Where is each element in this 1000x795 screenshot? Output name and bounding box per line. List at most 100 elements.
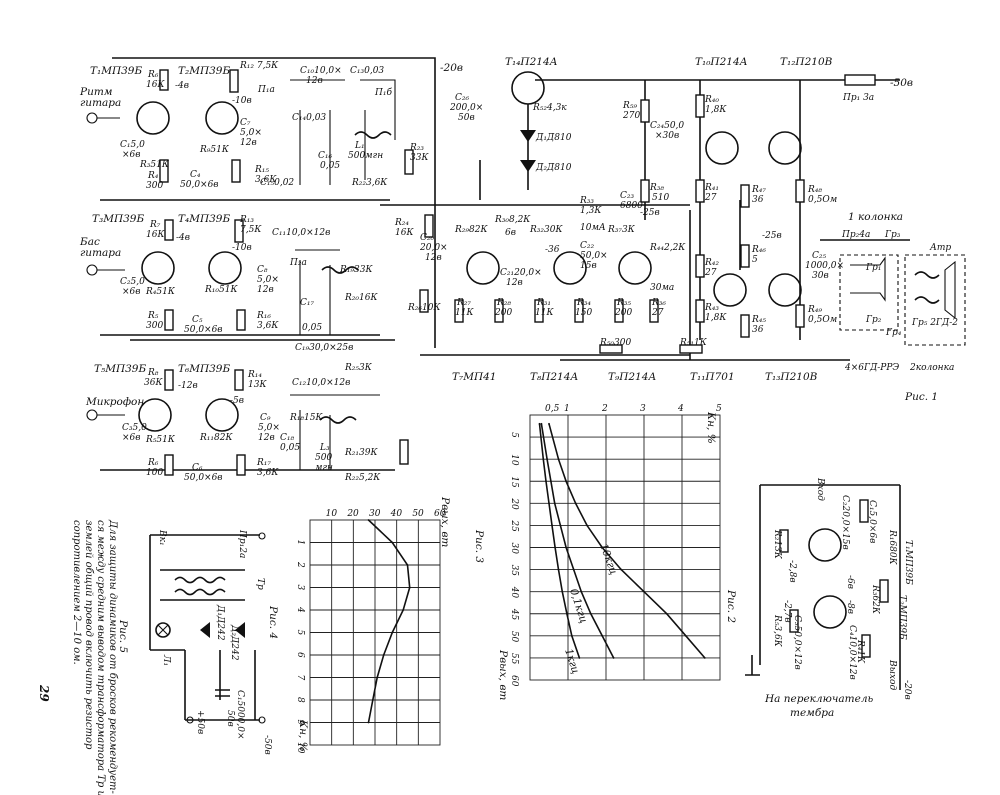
fig4-point (402, 609, 405, 611)
svg-text:11К: 11К (535, 308, 554, 318)
fig3-point (643, 590, 645, 593)
svg-text:6800: 6800 (620, 201, 643, 211)
fig2-caption: Рис. 2 (725, 589, 737, 623)
fig3-curves (538, 422, 706, 659)
fig3-point (589, 612, 592, 615)
svg-text:10мА: 10мА (580, 223, 606, 233)
fig3-y-tick: 4 (677, 404, 684, 414)
svg-text:510: 510 (652, 193, 669, 203)
rail-label-50v: -50в (890, 77, 913, 89)
svg-text:1,3К: 1,3К (580, 206, 602, 216)
fig3-x-tick: 10 (509, 454, 519, 466)
fig2-labels: Вход C₂20,0×15в C₁5,0×6в R₁680К T₁МП39Б … (772, 477, 913, 700)
svg-text:R₁₉33К: R₁₉33К (339, 265, 373, 275)
svg-text:36К: 36К (144, 378, 163, 388)
svg-text:T₁₃П210В: T₁₃П210В (765, 371, 818, 383)
svg-text:R₃₆: R₃₆ (651, 298, 666, 308)
svg-text:-12в: -12в (178, 381, 198, 391)
note-block: Для защиты динамиков от бросков рекоменд… (71, 519, 118, 795)
fig3-x-tick: 45 (509, 608, 519, 621)
figure-5: Вк₁ Пр₁2а Тр Д₁Д242 Д₂Д242 C₁5000,0× 50в… (117, 529, 272, 755)
svg-text:R₁₃: R₁₃ (239, 215, 254, 225)
svg-text:+50в: +50в (195, 710, 205, 734)
svg-text:27: 27 (704, 268, 717, 278)
svg-text:R₈: R₈ (147, 368, 159, 378)
svg-text:R₄₈: R₄₈ (807, 185, 822, 195)
svg-text:C₇: C₇ (240, 118, 251, 128)
svg-text:C₂20,0×15в: C₂20,0×15в (840, 495, 850, 550)
fig3-x-tick: 20 (509, 497, 519, 510)
svg-text:16К: 16К (146, 230, 165, 240)
page-number: 29 (37, 684, 51, 702)
svg-text:36: 36 (752, 325, 764, 335)
fig3-point (574, 502, 577, 505)
svg-text:C₁₇: C₁₇ (300, 298, 314, 308)
svg-text:R₄₀: R₄₀ (704, 95, 719, 105)
fig3-x-tick: 50 (509, 631, 519, 643)
svg-text:6в: 6в (505, 228, 516, 238)
svg-text:T₁МП39Б: T₁МП39Б (903, 540, 913, 585)
svg-text:R₁680К: R₁680К (887, 529, 897, 566)
svg-text:R₄1К: R₄1К (855, 639, 865, 664)
svg-text:C₂₆: C₂₆ (455, 93, 469, 103)
svg-text:12в: 12в (257, 285, 274, 295)
preamp-transistors (136, 101, 242, 432)
fig3-x-tick: 35 (509, 565, 519, 577)
svg-text:Пр₁2а: Пр₁2а (237, 529, 247, 558)
svg-text:200: 200 (494, 308, 512, 318)
fig4-point (376, 676, 379, 679)
fig3-point (557, 568, 560, 571)
input-label-guitar1: гитара (80, 97, 121, 109)
svg-text:27: 27 (704, 193, 717, 203)
stage-resistors (159, 69, 434, 476)
svg-text:12в: 12в (506, 278, 523, 288)
svg-text:R₂₁39К: R₂₁39К (344, 448, 378, 458)
svg-text:R₂₂3,6К: R₂₂3,6К (351, 178, 388, 188)
svg-text:R₄₃: R₄₃ (704, 303, 719, 313)
fig1-caption: Рис. 1 (904, 391, 938, 403)
fig3-point (580, 590, 583, 593)
fig3-x-tick: 55 (509, 653, 519, 665)
svg-text:36: 36 (752, 195, 764, 205)
fig4-y-tick: 30 (369, 509, 381, 519)
svg-text:33К: 33К (410, 153, 429, 163)
svg-text:П₂а: П₂а (289, 258, 307, 268)
svg-text:C₂₅: C₂₅ (812, 251, 826, 261)
svg-text:0,05: 0,05 (302, 323, 322, 333)
svg-text:C₅: C₅ (192, 315, 203, 325)
svg-text:11К: 11К (455, 308, 474, 318)
fig4-x-tick: 2 (295, 561, 305, 568)
svg-text:R₅₂4,3к: R₅₂4,3к (532, 103, 567, 113)
svg-text:12в: 12в (306, 76, 323, 86)
fig3-point (561, 590, 564, 593)
fig3-curve-label-1k: 1кгц (562, 647, 581, 675)
input-label-guitar2: гитара (80, 247, 121, 259)
svg-text:Д₂Д242: Д₂Д242 (229, 624, 239, 661)
svg-text:R₆: R₆ (147, 458, 159, 468)
fig4-x-tick: 3 (295, 585, 305, 591)
svg-text:5,0×: 5,0× (240, 128, 262, 138)
svg-text:×6в: ×6в (122, 287, 141, 297)
svg-text:C₃50,0×12в: C₃50,0×12в (792, 615, 802, 670)
fig3-x-label: Pвых, вт (497, 649, 509, 700)
svg-text:L₃: L₃ (319, 443, 330, 453)
fig4-point (367, 721, 370, 724)
svg-text:16К: 16К (395, 228, 414, 238)
fig4-point (391, 631, 394, 634)
svg-text:50,0×: 50,0× (580, 251, 608, 261)
svg-text:R₃₂30К: R₃₂30К (529, 225, 563, 235)
svg-text:C₂5,0: C₂5,0 (120, 277, 145, 287)
fig4-x-label: Кн, % (297, 719, 309, 752)
fig3-point (542, 458, 545, 461)
tone-filters (290, 79, 396, 470)
svg-text:R₃₄: R₃₄ (576, 298, 591, 308)
svg-text:500мгн: 500мгн (348, 151, 383, 161)
fig3-point (565, 612, 568, 615)
svg-text:C₁5000,0×: C₁5000,0× (235, 690, 245, 740)
fig3-point (565, 480, 567, 483)
svg-text:T₉П214А: T₉П214А (608, 371, 656, 383)
svg-text:T₁₂П210В: T₁₂П210В (780, 56, 833, 68)
svg-text:R₉51К: R₉51К (199, 145, 230, 155)
fig4-x-tick: 5 (295, 630, 305, 636)
